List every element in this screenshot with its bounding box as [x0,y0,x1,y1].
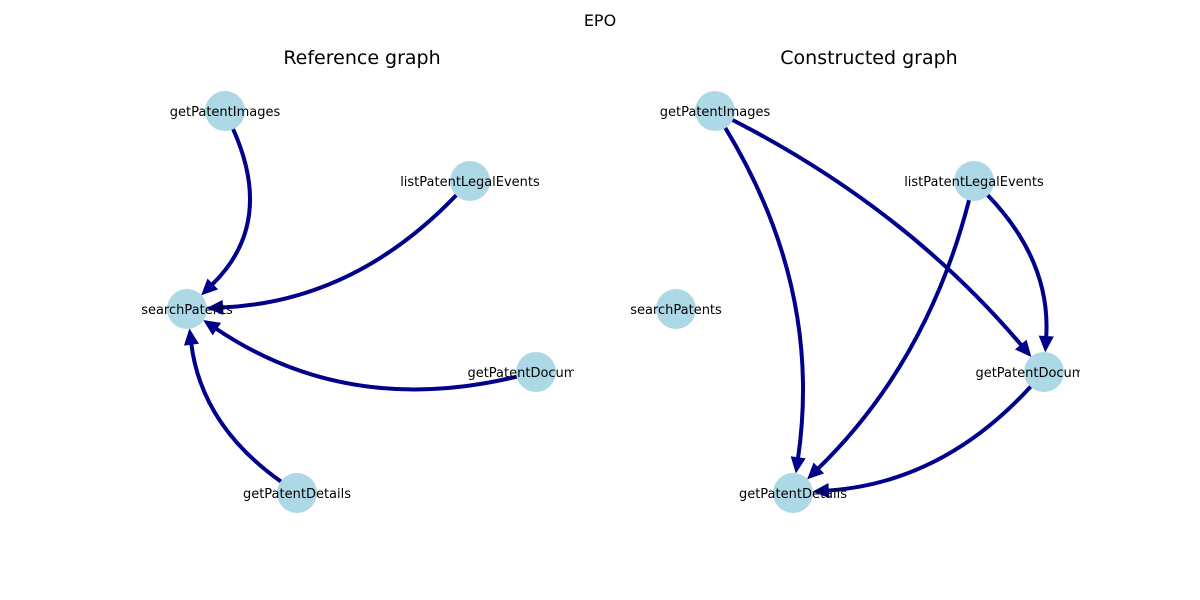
edge-get-patent-details-to-search-patents [189,341,283,484]
arrowhead-get-patent-documents-to-get-patent-details [812,482,830,499]
arrowhead-list-patent-legal-events-to-search-patents [206,299,224,315]
node-label-list-patent-legal-events: listPatentLegalEvents [400,175,540,190]
edge-get-patent-documents-to-get-patent-details [825,384,1033,493]
constructed-graph-panel: Constructed graph getPatentImages listPat… [630,47,1112,513]
node-get-patent-documents [516,352,556,392]
arrowhead-list-patent-legal-events-to-get-patent-documents [1038,335,1054,353]
node-label-list-patent-legal-events: listPatentLegalEvents [904,175,1044,190]
node-label-get-patent-details: getPatentDetails [739,487,847,502]
arrowhead-get-patent-images-to-get-patent-details [790,456,806,474]
node-get-patent-details [773,473,813,513]
edge-list-patent-legal-events-to-search-patents [220,193,459,310]
edge-get-patent-images-to-get-patent-details [723,126,806,461]
constructed-edges [723,118,1054,499]
reference-labels: getPatentImages listPatentLegalEvents sear… [141,105,604,502]
node-label-get-patent-images: getPatentImages [170,105,281,120]
node-search-patents [167,289,207,329]
reference-graph-plot: getPatentImages listPatentLegalEvents sear… [141,91,604,513]
node-list-patent-legal-events [450,161,490,201]
arrowhead-get-patent-images-to-get-patent-documents [1014,339,1032,358]
edge-get-patent-documents-to-search-patents [214,326,519,392]
edge-list-patent-legal-events-to-get-patent-documents [985,193,1049,340]
node-label-get-patent-documents: getPatentDocuments [975,366,1112,381]
edge-get-patent-images-to-search-patents [210,127,252,287]
node-get-patent-images [695,91,735,131]
node-search-patents [656,289,696,329]
arrowhead-get-patent-images-to-search-patents [201,278,219,296]
node-get-patent-details [277,473,317,513]
node-label-get-patent-images: getPatentImages [660,105,771,120]
node-get-patent-images [205,91,245,131]
arrowhead-list-patent-legal-events-to-get-patent-details [807,462,825,480]
node-get-patent-documents [1024,352,1064,392]
edge-get-patent-images-to-get-patent-documents [730,118,1024,348]
reference-graph-panel: Reference graph getPatentImages listPaten… [141,47,604,513]
arrowhead-get-patent-details-to-search-patents [183,328,199,346]
panel-title-reference: Reference graph [283,47,440,69]
edge-list-patent-legal-events-to-get-patent-details [816,198,971,471]
node-label-get-patent-details: getPatentDetails [243,487,351,502]
panel-title-constructed: Constructed graph [780,47,957,69]
constructed-nodes [656,91,1064,513]
node-list-patent-legal-events [954,161,994,201]
arrowhead-get-patent-documents-to-search-patents [203,319,222,336]
node-label-search-patents: searchPatents [630,303,722,318]
node-label-get-patent-documents: getPatentDocuments [467,366,604,381]
reference-edges [183,127,519,484]
reference-nodes [167,91,556,513]
constructed-graph-plot: getPatentImages listPatentLegalEvents sear… [630,91,1112,513]
constructed-labels: getPatentImages listPatentLegalEvents sear… [630,105,1112,502]
figure-title: EPO [584,11,616,30]
node-label-search-patents: searchPatents [141,303,233,318]
